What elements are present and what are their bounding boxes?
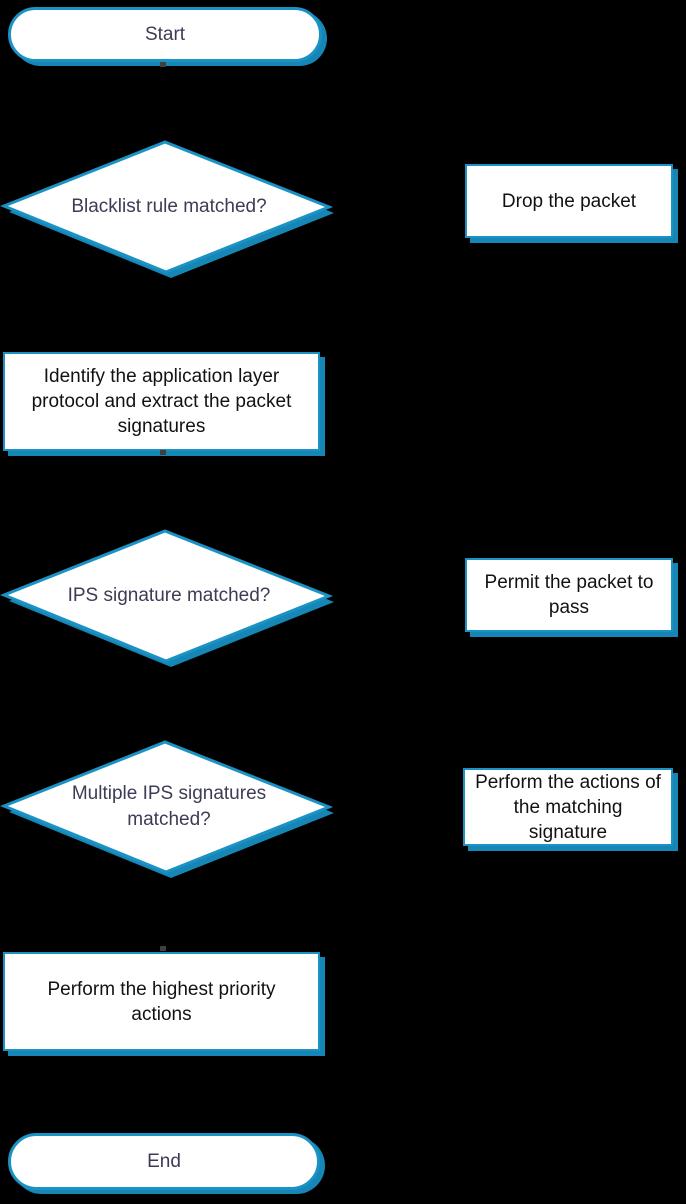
diamond-outline xyxy=(0,140,334,274)
diamond-shape xyxy=(0,529,334,667)
diamond-outline xyxy=(0,529,334,663)
flow-node-start-label: Start xyxy=(144,23,186,45)
flow-node-drop-packet-label: Drop the packet xyxy=(501,190,637,212)
flow-node-ips-signature-decision-label: IPS signature matched? xyxy=(67,585,271,606)
connector-stub xyxy=(160,62,166,67)
flow-node-blacklist-decision-label: Blacklist rule matched? xyxy=(71,196,267,217)
flow-node-drop-packet: Drop the packet xyxy=(465,164,673,238)
flow-node-ips-signature-decision: IPS signature matched? xyxy=(0,528,338,670)
flow-node-perform-matching-actions-label: Perform the actions of the matching sign… xyxy=(475,771,661,843)
flow-node-start: Start xyxy=(8,7,322,62)
flow-node-multiple-signatures-decision: Multiple IPS signatures matched? xyxy=(0,739,338,881)
diamond-shape xyxy=(0,140,334,278)
flow-node-blacklist-decision: Blacklist rule matched? xyxy=(0,139,338,281)
flow-node-permit-packet: Permit the packet to pass xyxy=(465,558,673,632)
connector-stub xyxy=(160,450,166,455)
flow-node-permit-packet-label: Permit the packet to pass xyxy=(484,572,654,618)
flow-node-multiple-signatures-decision-label: Multiple IPS signatures matched? xyxy=(71,783,267,830)
diamond-shape xyxy=(0,740,334,878)
diamond-outline xyxy=(0,740,334,874)
flow-node-end-label: End xyxy=(147,1150,181,1172)
connector-stub xyxy=(160,946,166,951)
flow-node-identify-protocol-label: Identify the application layer protocol … xyxy=(31,366,292,437)
flow-node-end: End xyxy=(8,1133,320,1190)
flow-node-identify-protocol: Identify the application layer protocol … xyxy=(3,352,320,451)
flow-node-perform-priority-actions: Perform the highest priority actions xyxy=(3,952,320,1051)
flow-node-perform-priority-actions-label: Perform the highest priority actions xyxy=(47,978,276,1025)
flow-node-perform-matching-actions: Perform the actions of the matching sign… xyxy=(463,768,673,846)
